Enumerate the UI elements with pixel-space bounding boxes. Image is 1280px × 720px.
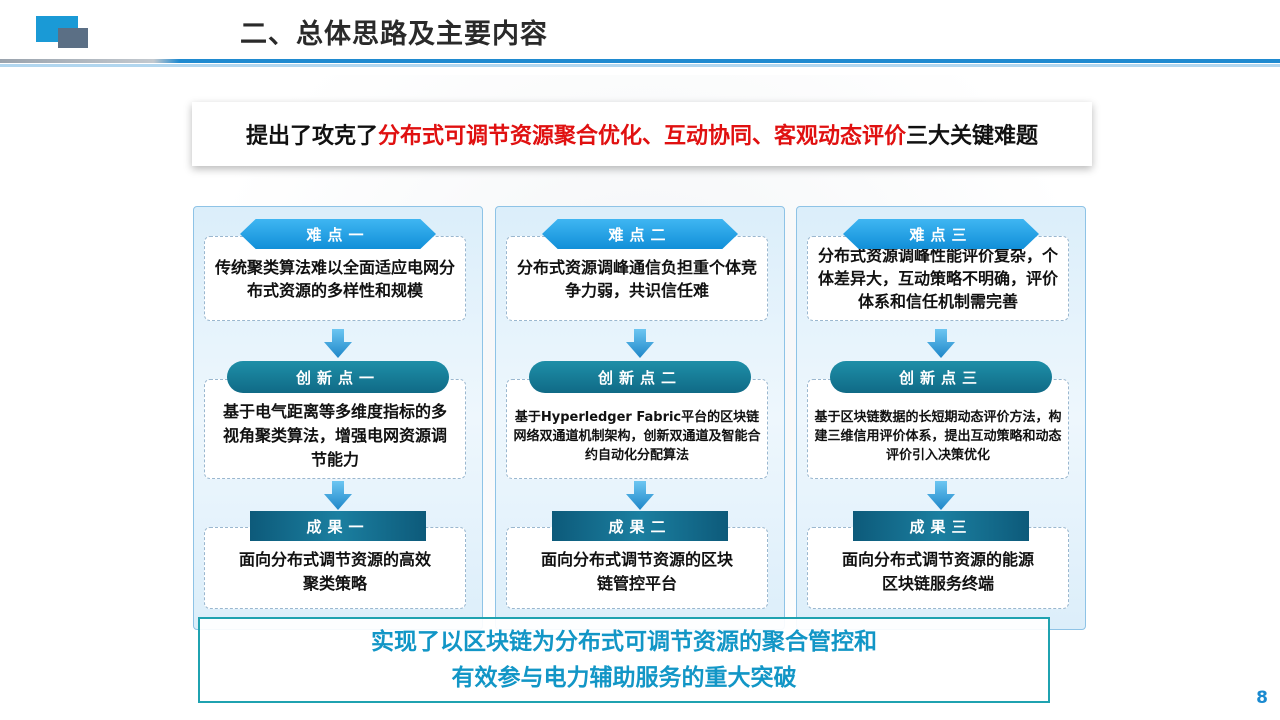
result-label: 成果一 bbox=[250, 511, 426, 541]
difficulty-label: 难点三 bbox=[843, 219, 1039, 249]
innovation-text-box: 基于区块链数据的长短期动态评价方法，构建三维信用评价体系，提出互动策略和动态评价… bbox=[807, 379, 1069, 479]
logo bbox=[36, 16, 88, 48]
innovation-text-box: 基于电气距离等多维度指标的多视角聚类算法，增强电网资源调节能力 bbox=[204, 379, 466, 479]
difficulty-label: 难点一 bbox=[240, 219, 436, 249]
difficulty-label: 难点二 bbox=[542, 219, 738, 249]
key-problems-banner: 提出了攻克了分布式可调节资源聚合优化、互动协同、客观动态评价三大关键难题 bbox=[192, 102, 1092, 166]
page-number: 8 bbox=[1256, 688, 1268, 708]
conclusion-box: 实现了以区块链为分布式可调节资源的聚合管控和 有效参与电力辅助服务的重大突破 bbox=[198, 617, 1050, 703]
difficulty-text-box: 分布式资源调峰性能评价复杂，个体差异大，互动策略不明确，评价体系和信任机制需完善 bbox=[807, 236, 1069, 321]
innovation-label: 创新点一 bbox=[227, 361, 449, 393]
banner-highlight: 分布式可调节资源聚合优化、互动协同、客观动态评价 bbox=[377, 124, 906, 149]
column-2: 分布式资源调峰通信负担重个体竞争力弱，共识信任难 难点二 基于Hyperledg… bbox=[495, 206, 785, 630]
banner-suffix: 三大关键难题 bbox=[906, 124, 1039, 149]
difficulty-text-box: 分布式资源调峰通信负担重个体竞争力弱，共识信任难 bbox=[506, 236, 768, 321]
down-arrow-icon bbox=[324, 481, 352, 510]
result-label: 成果二 bbox=[552, 511, 728, 541]
down-arrow-icon bbox=[927, 481, 955, 510]
header-divider bbox=[0, 59, 1280, 63]
innovation-label: 创新点二 bbox=[529, 361, 751, 393]
result-label: 成果三 bbox=[853, 511, 1029, 541]
conclusion-line-1: 实现了以区块链为分布式可调节资源的聚合管控和 bbox=[371, 629, 877, 655]
banner-prefix: 提出了攻克了 bbox=[245, 124, 378, 149]
conclusion-line-2: 有效参与电力辅助服务的重大突破 bbox=[451, 665, 797, 691]
page-title: 二、总体思路及主要内容 bbox=[240, 19, 548, 50]
innovation-label: 创新点三 bbox=[830, 361, 1052, 393]
down-arrow-icon bbox=[626, 329, 654, 358]
down-arrow-icon bbox=[626, 481, 654, 510]
innovation-text-box: 基于Hyperledger Fabric平台的区块链网络双通道机制架构，创新双通… bbox=[506, 379, 768, 479]
down-arrow-icon bbox=[927, 329, 955, 358]
difficulty-text-box: 传统聚类算法难以全面适应电网分布式资源的多样性和规模 bbox=[204, 236, 466, 321]
down-arrow-icon bbox=[324, 329, 352, 358]
column-1: 传统聚类算法难以全面适应电网分布式资源的多样性和规模 难点一 基于电气距离等多维… bbox=[193, 206, 483, 630]
header-divider-shadow bbox=[0, 64, 1280, 67]
column-3: 分布式资源调峰性能评价复杂，个体差异大，互动策略不明确，评价体系和信任机制需完善… bbox=[796, 206, 1086, 630]
